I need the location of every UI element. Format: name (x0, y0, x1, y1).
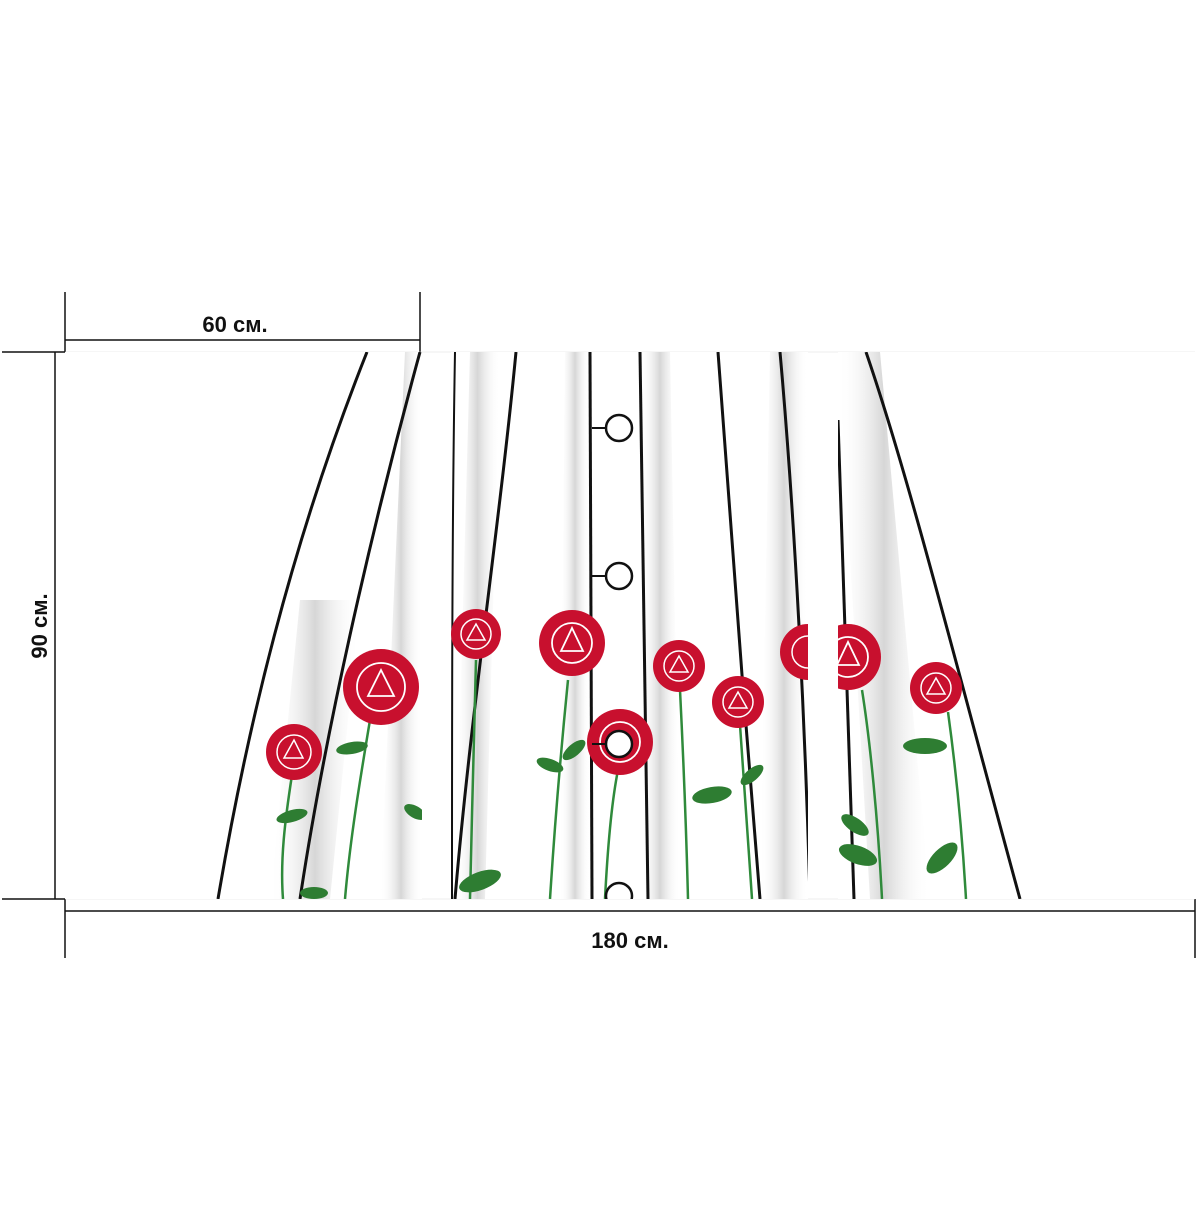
rose-flower (587, 709, 653, 899)
rose-flower (712, 676, 764, 899)
rose-flower (336, 649, 419, 899)
rose-flower (451, 609, 501, 899)
panel-3 (838, 352, 1195, 899)
button-icon (592, 561, 634, 591)
skirt-line (298, 352, 422, 899)
rose-flower (780, 624, 808, 680)
panel-width-label: 60 см. (202, 312, 268, 337)
rose-flower (266, 724, 322, 899)
rose-flower (536, 610, 605, 899)
total-width-label: 180 см. (591, 928, 669, 953)
skirt-line (716, 352, 762, 899)
skirt-line (451, 352, 456, 899)
skirt-line (778, 352, 808, 882)
rose-flower (838, 624, 884, 899)
skirt-line (864, 352, 1022, 899)
button-icon (592, 729, 634, 759)
skirt-line (638, 352, 650, 899)
height-label: 90 см. (27, 593, 52, 659)
rose-flower (903, 662, 968, 899)
button-icon (604, 881, 634, 899)
rose-flower (653, 640, 732, 899)
panel-1 (65, 352, 422, 899)
button-icon (592, 413, 634, 443)
skirt-line (216, 352, 369, 899)
panel-2 (451, 352, 808, 899)
